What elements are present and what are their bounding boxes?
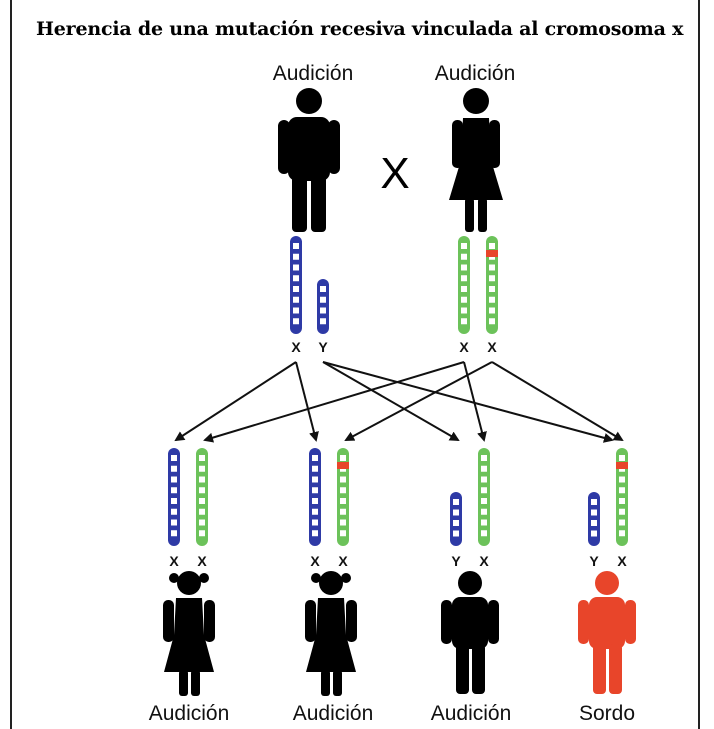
inheritance-arrow [295, 361, 319, 442]
inheritance-arrow [203, 361, 465, 443]
mutation-mark [337, 462, 349, 469]
inheritance-arrow [174, 361, 297, 442]
chromosome-layer: X Y X X X X X X Y X Y X [168, 236, 628, 569]
child-4-label: Sordo [578, 702, 636, 725]
child-3-chromosome-a [450, 492, 462, 546]
mother-x1-chromosome [458, 236, 470, 334]
daughter-2-figure-icon [305, 571, 357, 696]
child-1-chromosome-a [168, 448, 180, 546]
father-y-chromosome [317, 279, 329, 334]
child-2-chromosome-a [309, 448, 321, 546]
child-3-chrom-label-a: Y [451, 553, 461, 569]
inheritance-arrow [344, 361, 493, 441]
cross-symbol: X [380, 149, 409, 198]
inheritance-arrow [322, 361, 460, 442]
child-4-chromosome-a [588, 492, 600, 546]
mother-x2-label: X [487, 339, 497, 355]
figure-frame [10, 0, 700, 729]
inheritance-arrow [491, 361, 624, 442]
mother-x1-label: X [459, 339, 469, 355]
father-x-chromosome [290, 236, 302, 334]
mutation-mark [486, 250, 498, 257]
father-x-label: X [291, 339, 301, 355]
mother-x2-chromosome [486, 236, 498, 334]
child-2-label: Audición [292, 702, 374, 725]
child-1-chromosome-b [196, 448, 208, 546]
mother-label: Audición [434, 62, 516, 85]
son-2-affected-figure-icon [578, 571, 636, 694]
inheritance-arrow [322, 361, 614, 443]
son-1-figure-icon [441, 571, 499, 694]
child-3-chromosome-b [478, 448, 490, 546]
child-1-label: Audición [148, 702, 230, 725]
child-2-chrom-label-a: X [310, 553, 320, 569]
child-1-chrom-label-b: X [197, 553, 207, 569]
child-4-chrom-label-b: X [617, 553, 627, 569]
child-2-chromosome-b [337, 448, 349, 546]
child-3-label: Audición [430, 702, 512, 725]
father-y-label: Y [318, 339, 328, 355]
child-3-chrom-label-b: X [479, 553, 489, 569]
mother-figure-icon [449, 88, 503, 232]
diagram-title: Herencia de una mutación recesiva vincul… [36, 18, 684, 40]
child-1-chrom-label-a: X [169, 553, 179, 569]
child-4-chromosome-b [616, 448, 628, 546]
inheritance-arrows [174, 361, 624, 443]
mutation-mark [616, 462, 628, 469]
child-2-chrom-label-b: X [338, 553, 348, 569]
child-4-chrom-label-a: Y [589, 553, 599, 569]
father-figure-icon [278, 88, 340, 232]
father-label: Audición [272, 62, 354, 85]
daughter-1-figure-icon [163, 571, 215, 696]
